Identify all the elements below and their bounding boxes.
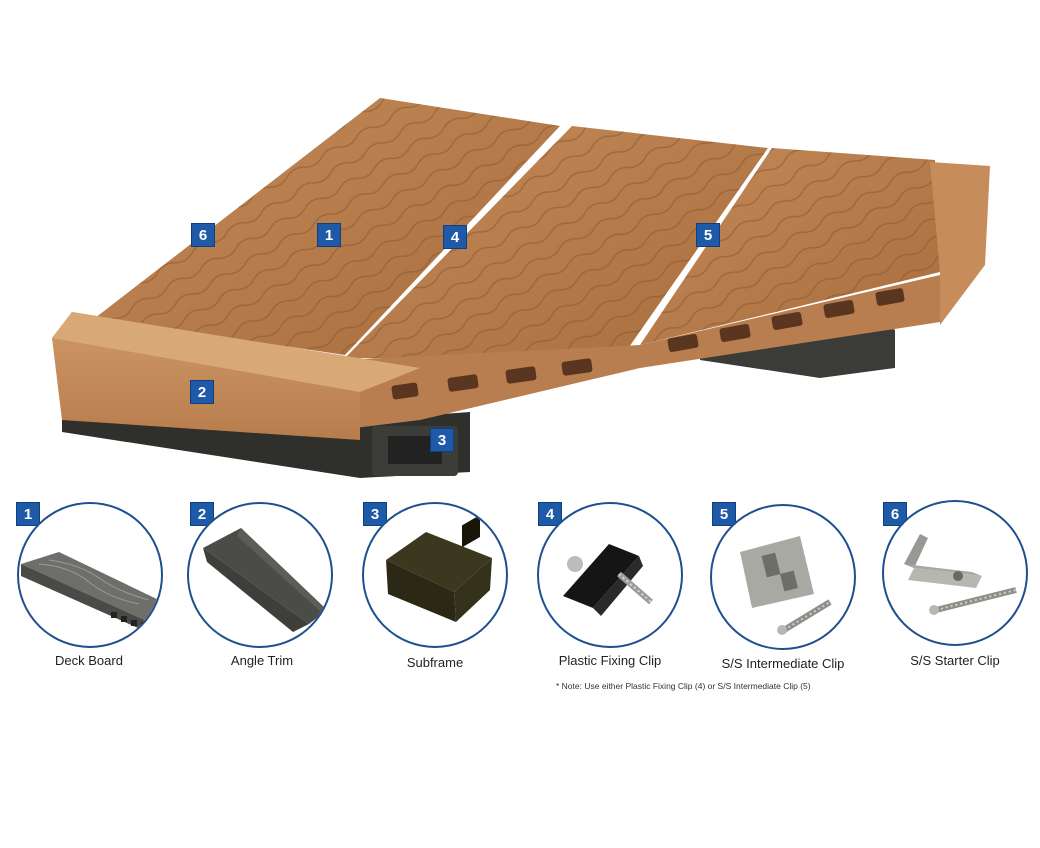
callout-badge-3: 3 <box>430 428 454 452</box>
part-label: S/S Intermediate Clip <box>721 656 845 671</box>
decking-assembly-illustration <box>52 98 990 478</box>
callout-badge-6: 6 <box>191 223 215 247</box>
part-number-badge: 1 <box>16 502 40 526</box>
callout-badge-1: 1 <box>317 223 341 247</box>
callout-badge-4: 4 <box>443 225 467 249</box>
subframe-icon <box>362 502 508 648</box>
part-label: S/S Starter Clip <box>910 653 1000 668</box>
callout-badge-2: 2 <box>190 380 214 404</box>
part-number-badge: 5 <box>712 502 736 526</box>
starter-clip-icon <box>882 500 1028 646</box>
part-label: Plastic Fixing Clip <box>558 653 662 668</box>
part-label: Deck Board <box>55 653 123 668</box>
angle-trim-icon <box>187 502 333 648</box>
angle-trim-right <box>930 162 990 325</box>
deck-board-icon <box>17 502 163 648</box>
plastic-fixing-clip-icon <box>537 502 683 648</box>
board-hollow-cores <box>391 288 905 400</box>
intermediate-clip-icon <box>710 504 856 650</box>
usage-note: * Note: Use either Plastic Fixing Clip (… <box>556 681 811 691</box>
callout-badge-5: 5 <box>696 223 720 247</box>
part-label: Subframe <box>406 655 464 670</box>
part-label: Angle Trim <box>230 653 294 668</box>
